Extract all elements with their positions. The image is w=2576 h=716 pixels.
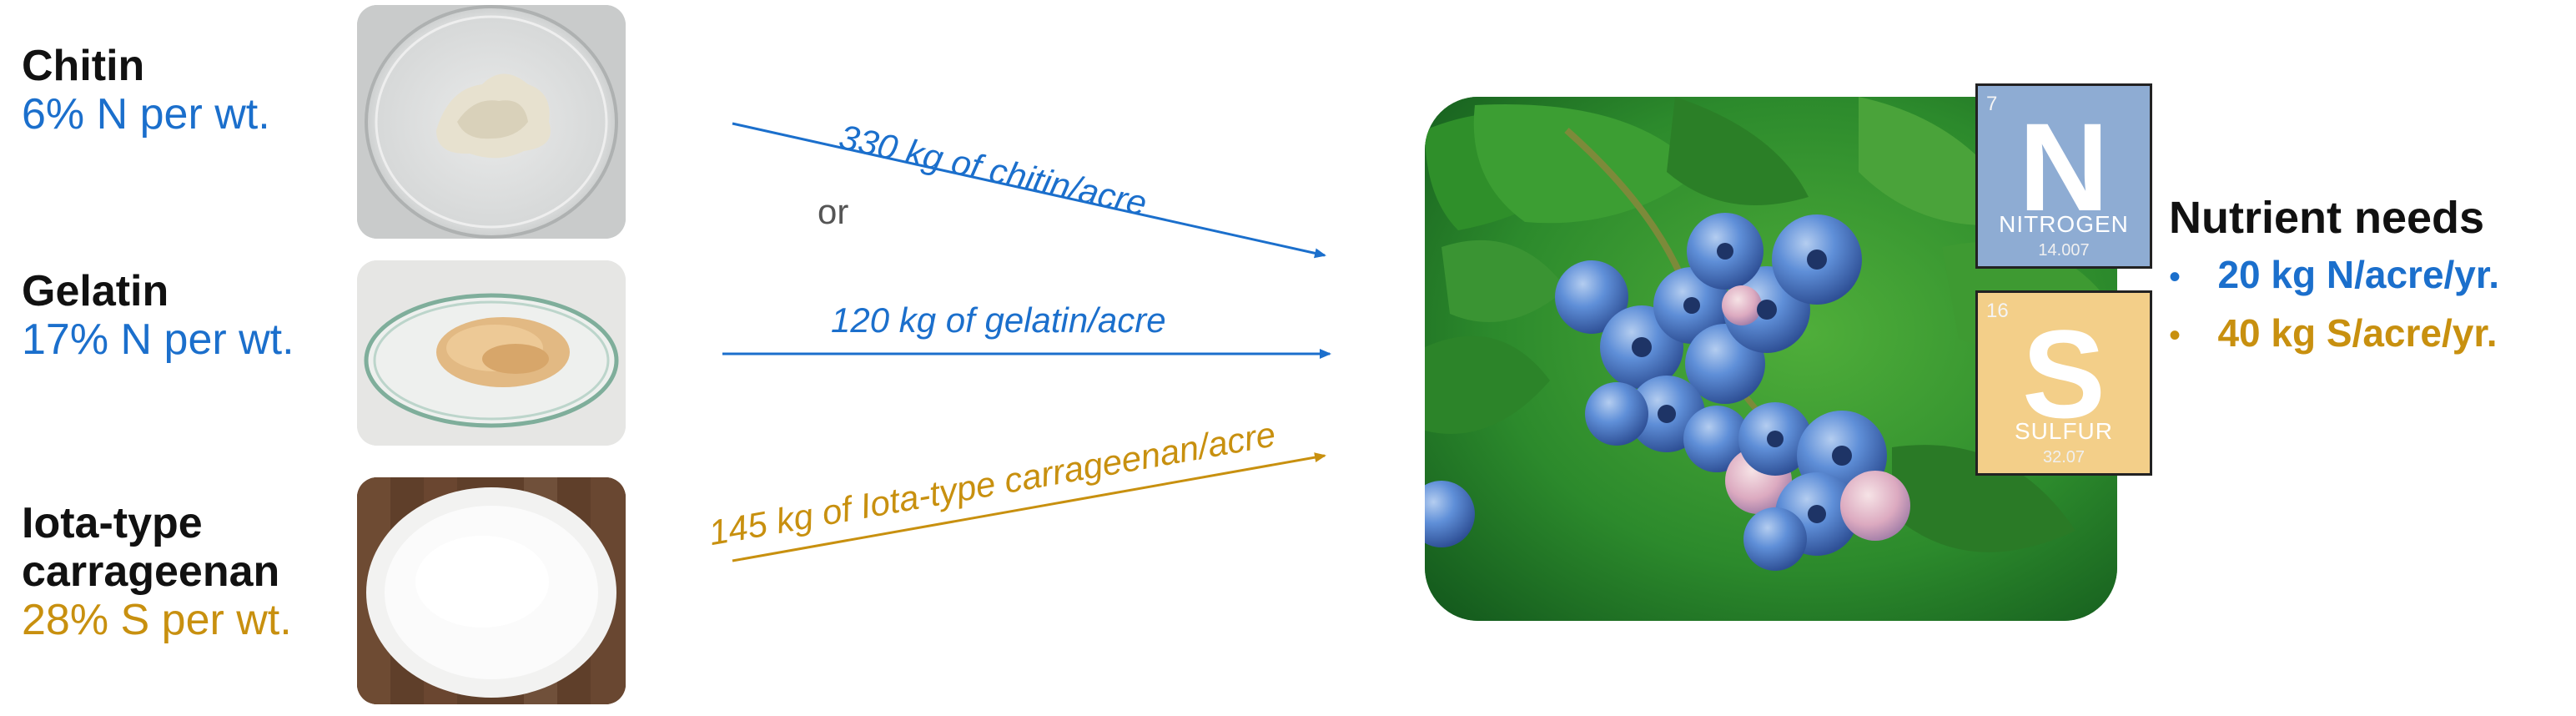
material-content: 6% N per wt.	[22, 90, 270, 139]
atomic-mass: 14.007	[2038, 241, 2090, 260]
nitrogen-tile: 7 N NITROGEN 14.007	[1975, 83, 2152, 269]
material-name: carrageenan	[22, 547, 280, 597]
carrageenan-image	[357, 477, 626, 704]
carrageenan-arrow	[732, 452, 1326, 562]
material-name: Iota-type	[22, 499, 203, 547]
element-name: NITROGEN	[1999, 211, 2129, 237]
nitrogen-need: 20 kg N/acre/yr.	[2217, 253, 2500, 296]
atomic-number: 16	[1986, 300, 2009, 322]
chitin-arrow	[732, 122, 1326, 259]
nutrient-needs-title: Nutrient needs	[2169, 193, 2485, 243]
or-label: or	[818, 192, 849, 231]
bullet: •	[2169, 317, 2181, 354]
material-name: Gelatin	[22, 267, 169, 315]
material-content: 17% N per wt.	[22, 315, 294, 365]
carrageenan-powder-bowl-icon	[357, 477, 626, 704]
gelatin-image	[357, 260, 626, 446]
atomic-mass: 32.07	[2042, 448, 2085, 466]
material-chitin: Chitin 6% N per wt.	[22, 42, 270, 139]
material-content: 28% S per wt.	[22, 596, 292, 645]
sulfur-tile: 16 S SULFUR 32.07	[1975, 290, 2152, 476]
chitin-powder-petri-dish-icon	[357, 5, 626, 239]
element-symbol: N	[2018, 97, 2110, 237]
sulfur-need: 40 kg S/acre/yr.	[2217, 311, 2498, 355]
material-gelatin: Gelatin 17% N per wt.	[22, 267, 294, 364]
atomic-number: 7	[1986, 93, 1998, 115]
element-symbol: S	[2021, 304, 2106, 444]
material-name: Chitin	[22, 42, 145, 90]
chitin-image	[357, 5, 626, 239]
material-carrageenan: Iota-type carrageenan 28% S per wt.	[22, 499, 292, 645]
nutrient-need-item: • 40 kg S/acre/yr.	[2169, 310, 2498, 355]
gelatin-granules-petri-dish-icon	[357, 260, 626, 446]
bullet: •	[2169, 259, 2181, 295]
nutrient-need-item: • 20 kg N/acre/yr.	[2169, 252, 2499, 297]
element-name: SULFUR	[2014, 418, 2113, 444]
blueberry-photo	[1425, 97, 2117, 621]
gelatin-rate-label: 120 kg of gelatin/acre	[831, 300, 1166, 340]
